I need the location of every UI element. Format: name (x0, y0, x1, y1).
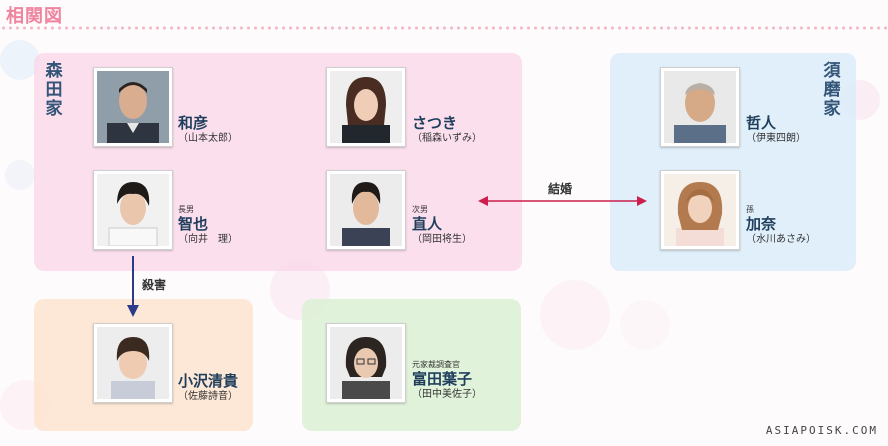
person-kazuhiko: 和彦 （山本太郎） (178, 114, 238, 145)
person-kiyotaka: 小沢清貴 （佐藤詩音） (178, 372, 238, 403)
photo-kiyotaka (93, 323, 173, 403)
person-yoko: 元家裁調査官 富田葉子 （田中美佐子） (412, 360, 482, 401)
name-kiyotaka: 小沢清貴 (178, 372, 239, 390)
name-tomoya: 智也 (178, 215, 209, 233)
title-dotted-divider (0, 26, 888, 30)
photo-naoto (326, 170, 406, 250)
name-naoto: 直人 (412, 215, 443, 233)
role-yoko: 元家裁調査官 (412, 360, 460, 369)
name-kazuhiko: 和彦 (178, 114, 209, 132)
person-naoto: 次男 直人 （岡田将生） (412, 205, 472, 246)
person-kana: 孫 加奈 （水川あさみ） (746, 205, 816, 246)
actor-tetsuto: （伊東四朗） (746, 133, 806, 144)
name-yoko: 富田葉子 (412, 370, 473, 388)
murder-label: 殺害 (142, 278, 167, 292)
photo-tomoya (93, 170, 173, 250)
actor-yoko: （田中美佐子） (412, 389, 482, 400)
photo-yoko (326, 323, 406, 403)
name-kana: 加奈 (746, 215, 777, 233)
actor-kana: （水川あさみ） (746, 234, 816, 245)
photo-satsuki (326, 67, 406, 147)
role-tomoya: 長男 (178, 205, 194, 214)
role-kana: 孫 (746, 205, 754, 214)
actor-kiyotaka: （佐藤詩音） (178, 391, 238, 402)
page-title: 相関図 (6, 6, 63, 27)
photo-kazuhiko (93, 67, 173, 147)
watermark-text: ASIAPOISK.COM (765, 424, 878, 437)
marriage-label: 結婚 (548, 182, 573, 196)
person-satsuki: さつき （稲森いずみ） (412, 114, 482, 145)
actor-satsuki: （稲森いずみ） (412, 133, 482, 144)
name-satsuki: さつき (412, 114, 458, 132)
person-tetsuto: 哲人 （伊東四朗） (746, 114, 806, 145)
actor-kazuhiko: （山本太郎） (178, 133, 238, 144)
photo-kana (660, 170, 740, 250)
group-label-morita: 森田家 (45, 61, 63, 119)
person-tomoya: 長男 智也 （向井 理） (178, 205, 238, 246)
name-tetsuto: 哲人 (746, 114, 777, 132)
actor-tomoya: （向井 理） (178, 234, 238, 245)
group-label-suma: 須磨家 (823, 61, 841, 119)
actor-naoto: （岡田将生） (412, 234, 472, 245)
photo-tetsuto (660, 67, 740, 147)
role-naoto: 次男 (412, 205, 428, 214)
